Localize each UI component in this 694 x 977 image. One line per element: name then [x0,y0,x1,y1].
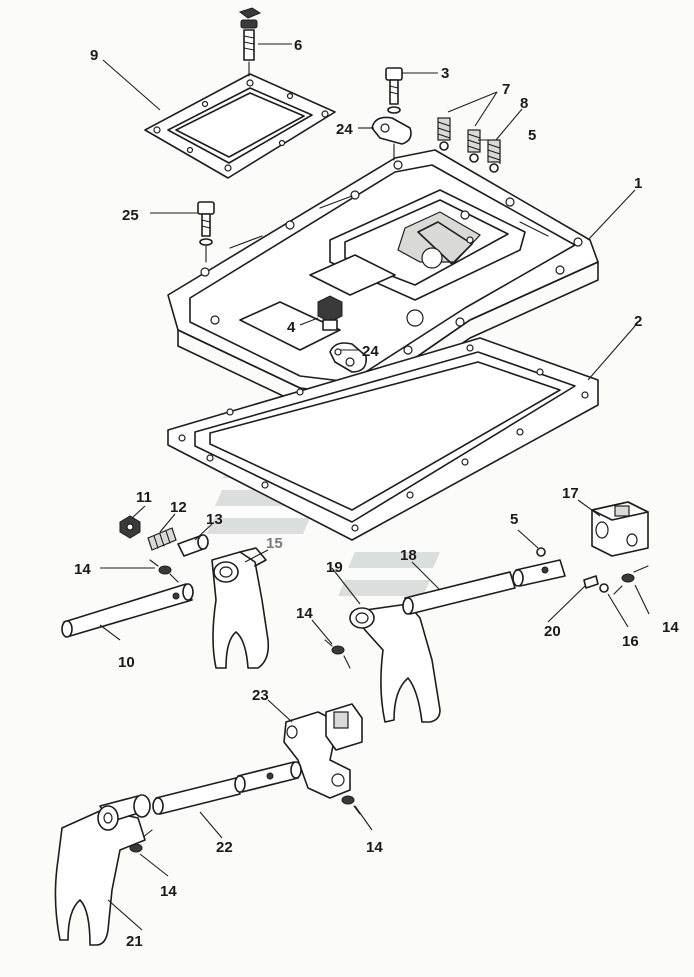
gasket-part-2 [167,337,599,541]
callout-14-e: 14 [160,883,177,900]
lock-plate-part-24-upper [371,116,412,161]
callout-5-lower: 5 [510,511,518,528]
callout-16: 16 [622,633,639,650]
shift-block-part-23 [283,703,363,799]
callout-8: 8 [520,95,528,112]
callout-6: 6 [294,37,302,54]
callout-14-d: 14 [366,839,383,856]
callout-15: 15 [266,535,283,552]
bracket-part-17 [591,501,649,557]
shift-fork-part-19 [349,603,441,723]
ball-part-16 [599,583,609,593]
callout-9: 9 [90,47,98,64]
plug-part-4 [317,295,343,331]
callout-24-lower: 24 [362,343,379,360]
bolt-part-6 [238,7,262,77]
callout-labels: 1 2 3 4 5 5 6 7 8 9 10 11 12 13 14 14 14… [74,37,679,950]
callout-1: 1 [634,175,642,192]
callout-3: 3 [441,65,449,82]
nut-part-11 [119,515,141,539]
lock-pin-part-14-c [613,565,649,595]
callout-19: 19 [326,559,343,576]
callout-18: 18 [400,547,417,564]
screw-part-12 [147,527,177,551]
callout-17: 17 [562,485,579,502]
ball-part-5-lower [536,547,546,557]
springs-part-7 [437,117,481,163]
callout-7: 7 [502,81,510,98]
bolt-part-3 [385,67,403,114]
pin-part-13 [177,534,209,557]
callout-20: 20 [544,623,561,640]
shift-fork-part-21 [54,794,151,946]
callout-11: 11 [136,489,152,506]
callout-14-a: 14 [74,561,91,578]
callout-21: 21 [126,933,143,950]
callout-24-upper: 24 [336,121,353,138]
callout-13: 13 [206,511,223,528]
lock-pin-part-14-b [324,639,351,669]
callout-4: 4 [287,319,296,336]
callout-23: 23 [252,687,269,704]
lock-pin-part-14-a [149,559,179,583]
shift-rail-part-22 [152,761,302,815]
callout-25: 25 [122,207,139,224]
callout-22: 22 [216,839,233,856]
leader-lines [99,43,650,931]
callout-10: 10 [118,654,135,671]
spring-part-8 [487,139,501,173]
cover-plate-part-9 [144,73,336,179]
pin-part-20 [583,575,599,589]
callout-14-c: 14 [662,619,679,636]
shift-fork-part-15 [211,547,270,669]
shift-rail-part-18 [402,559,566,615]
callout-14-b: 14 [296,605,313,622]
callout-2: 2 [634,313,642,330]
callout-12: 12 [170,499,187,516]
housing-cover-part-1 [167,149,599,413]
callout-5-upper: 5 [528,127,536,144]
bolt-part-25 [197,201,215,263]
shift-rail-part-10 [61,583,194,638]
